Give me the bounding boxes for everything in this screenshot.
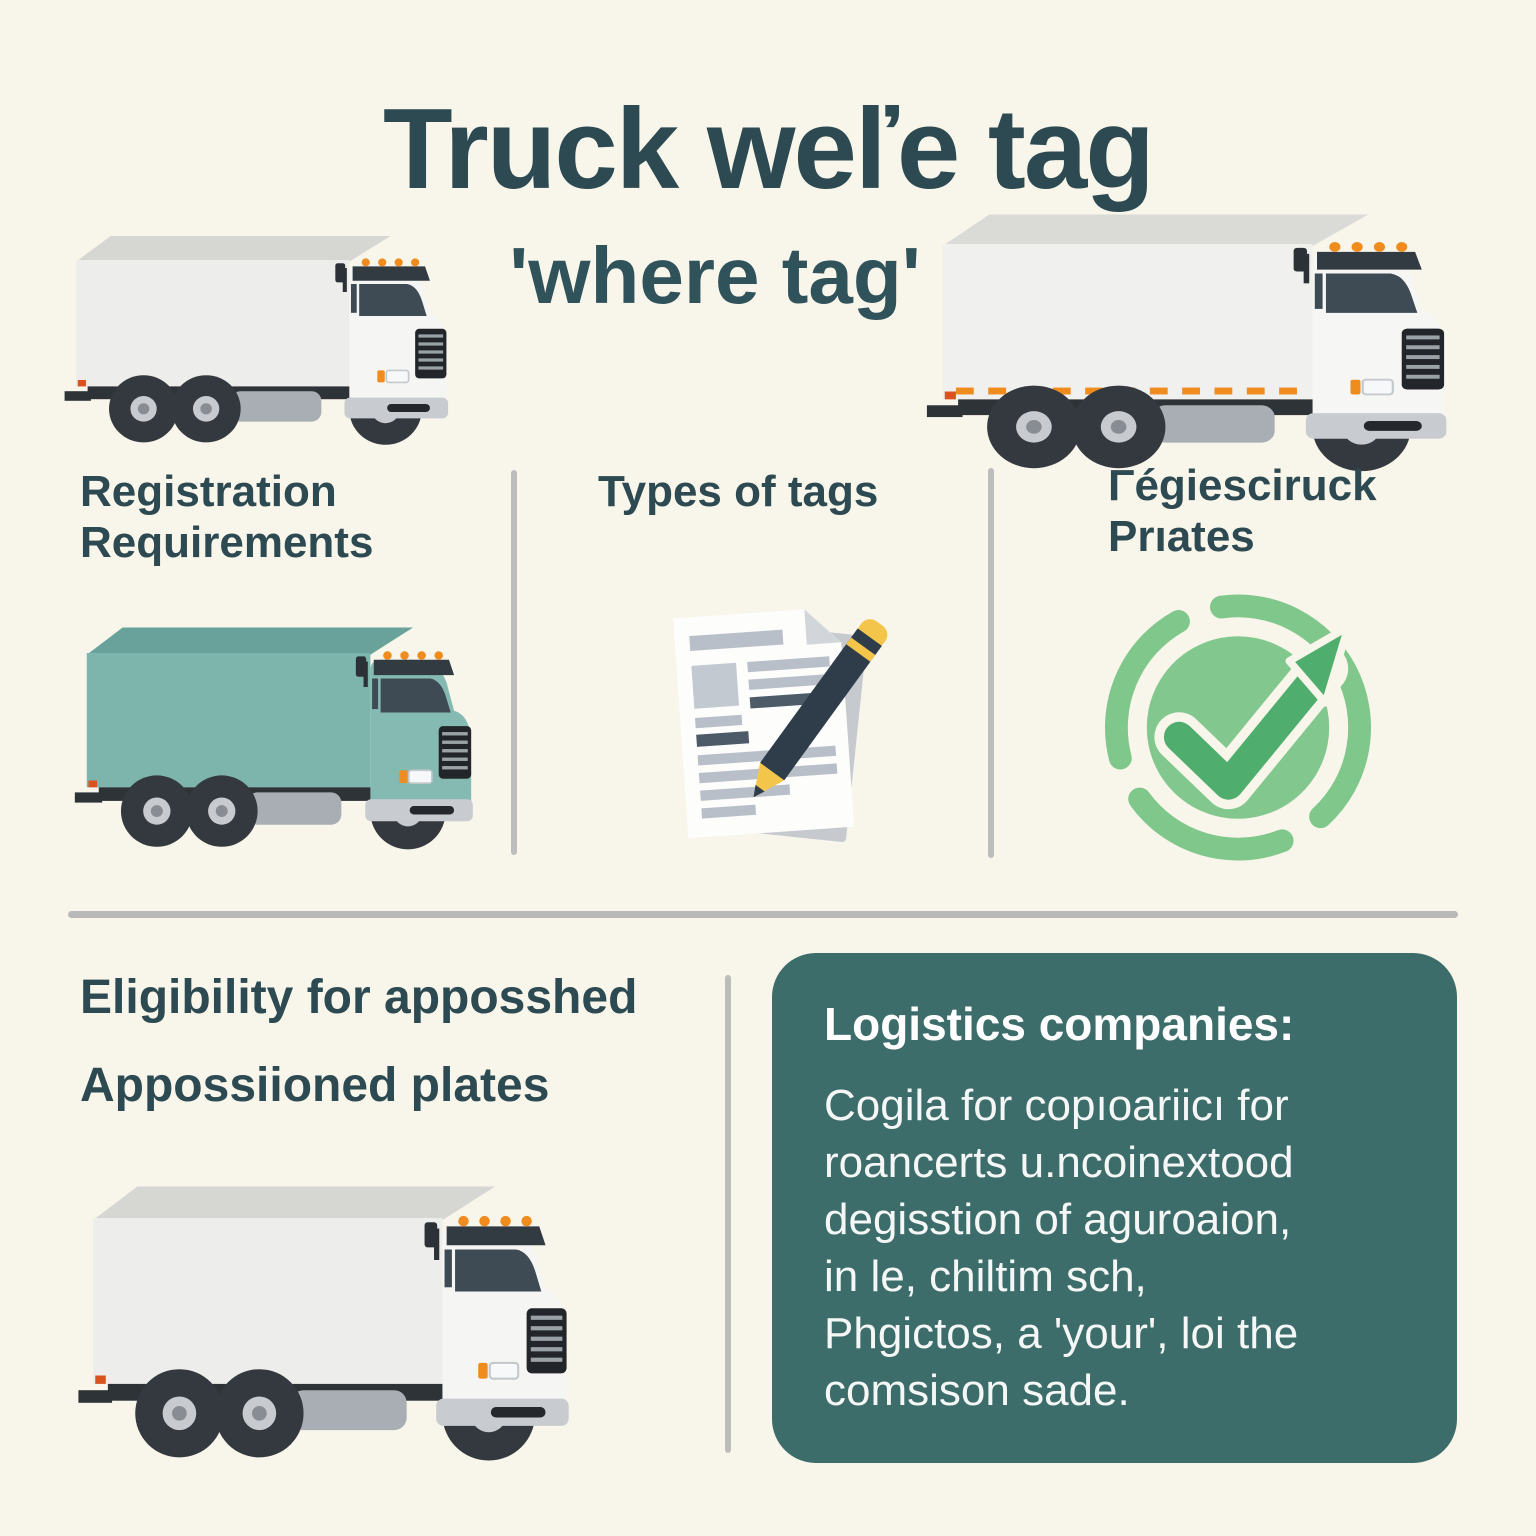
white-box-truck-illustration: [58, 212, 453, 452]
bottom-divider: [725, 975, 731, 1453]
column-divider-2: [988, 468, 994, 858]
horizontal-divider: [68, 911, 1458, 918]
panel-body-line: degisstion of aguroaion,: [824, 1195, 1292, 1244]
plates-heading: Γégiesciruck Prıates: [1108, 461, 1377, 562]
registration-requirements-heading: Registration Requirements: [80, 467, 374, 568]
page-subtitle: 'where tag': [509, 231, 921, 320]
panel-body-line: comsison sade.: [824, 1366, 1130, 1415]
page-title: Truck weľe tag: [383, 86, 1155, 213]
eligibility-heading-line1: Eligibility for apposshed: [80, 971, 638, 1024]
panel-body-line: roancerts u.ncoinextood: [824, 1138, 1294, 1187]
white-box-truck-bottom-illustration: [70, 1155, 575, 1470]
white-box-truck-large-illustration: [918, 185, 1453, 480]
document-pencil-icon: [673, 609, 888, 842]
logistics-panel-body: Cogila for copıoariicı for roancerts u.n…: [824, 1077, 1417, 1419]
pencil-icon: [753, 619, 888, 798]
logistics-panel: Logistics companies: Cogila for copıoari…: [772, 953, 1457, 1463]
logistics-panel-heading: Logistics companies:: [824, 998, 1295, 1050]
types-of-tags-heading: Types of tags: [598, 467, 879, 516]
panel-body-line: in le, chiltim sch,: [824, 1252, 1147, 1301]
panel-body-line: Cogila for copıoariicı for: [824, 1081, 1289, 1130]
check-circle-arrow-icon: [1105, 594, 1371, 861]
column-divider-1: [511, 470, 517, 855]
teal-box-truck-illustration: [68, 602, 478, 857]
panel-body-line: Phgictos, a 'your', loi the: [824, 1309, 1299, 1358]
eligibility-heading-line2: Appossiioned plates: [80, 1059, 550, 1112]
